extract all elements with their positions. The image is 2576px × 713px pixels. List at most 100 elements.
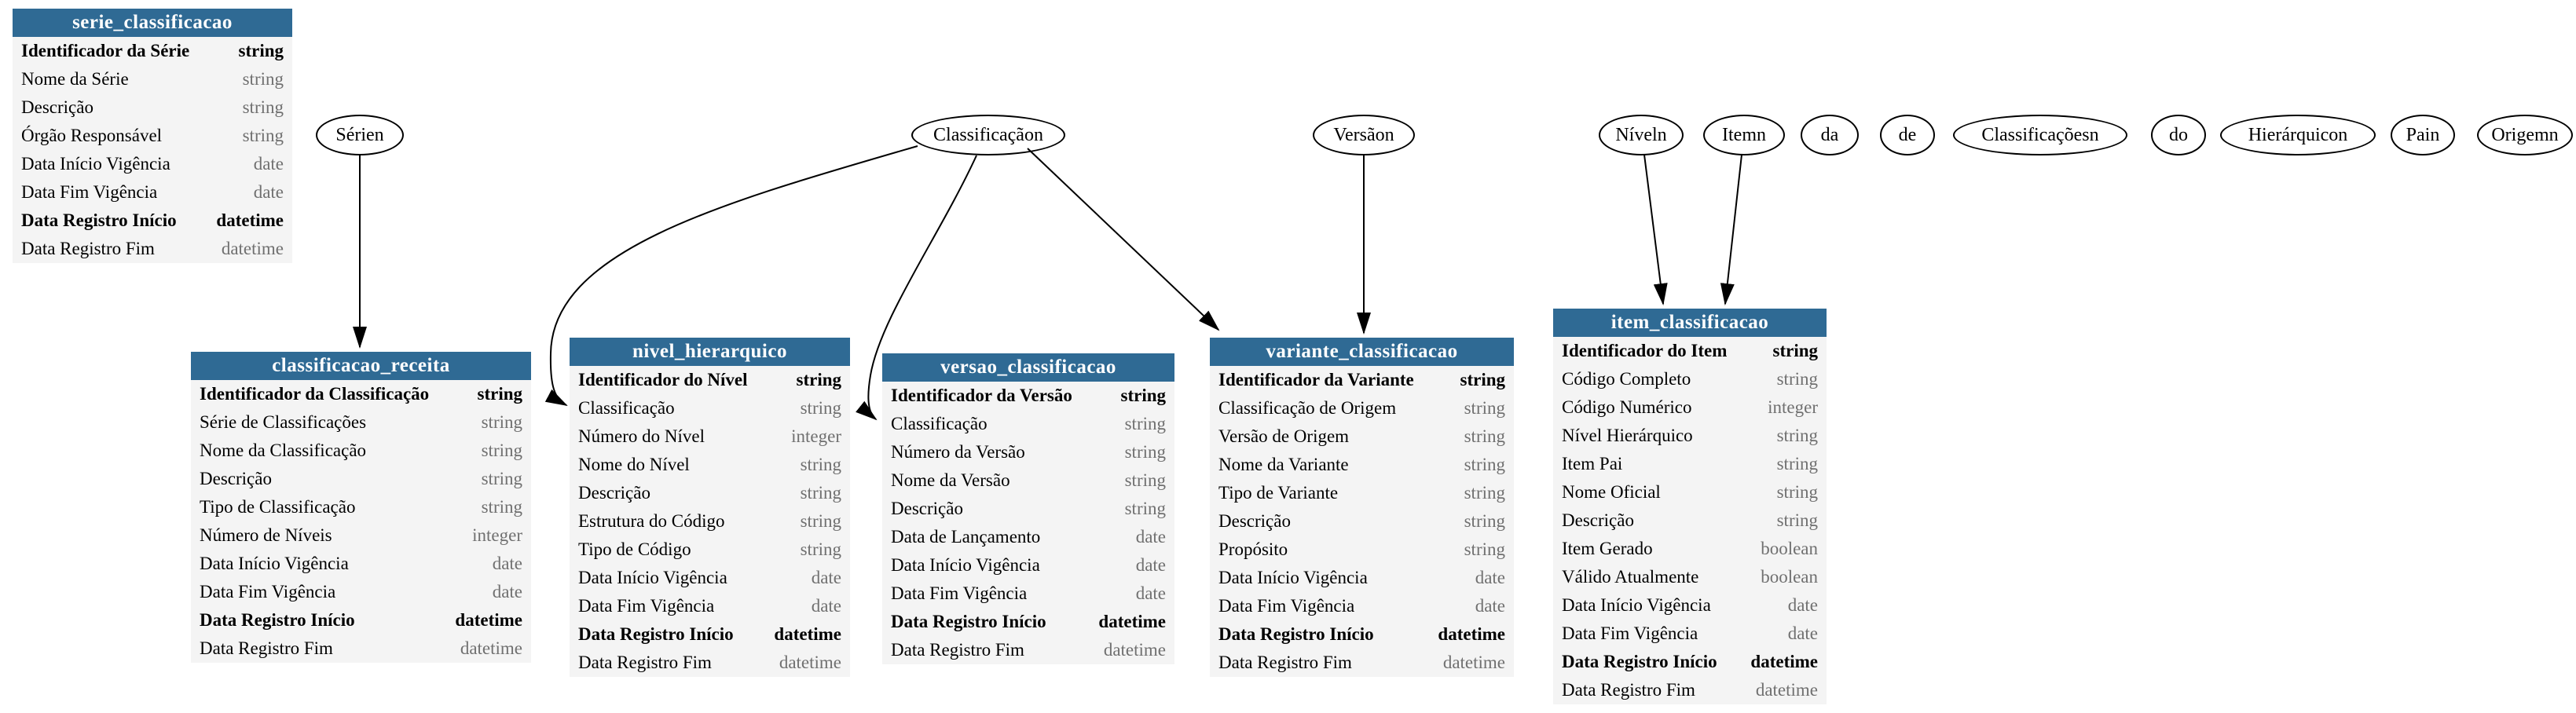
field-label: Data Registro Início: [200, 610, 355, 630]
field-type: datetime: [455, 610, 522, 630]
field-label: Data Registro Início: [1218, 624, 1374, 644]
field-type: string: [1464, 398, 1505, 418]
field-row-classificacao_receita-dataregistroinicio: Data Registro Início datetime: [191, 606, 531, 634]
field-row-variante_classificacao-proposito: Propósito string: [1210, 536, 1514, 564]
field-type: string: [1776, 426, 1818, 445]
field-row-variante_classificacao-versaodeorigem: Versão de Origem string: [1210, 422, 1514, 451]
ellipse-label: Classificaçõesn: [1981, 124, 2099, 145]
field-type: string: [481, 497, 522, 517]
field-label: Classificação: [578, 398, 675, 418]
field-type: boolean: [1761, 567, 1818, 587]
field-label: Data Registro Início: [578, 624, 734, 644]
field-type: integer: [472, 525, 522, 545]
field-type: date: [253, 154, 284, 174]
ellipse-label: Classificaçãon: [933, 124, 1043, 145]
field-row-nivel_hierarquico-nomedonivel: Nome do Nível string: [570, 451, 850, 479]
field-label: Data Registro Fim: [891, 640, 1024, 660]
field-label: Data Fim Vigência: [1562, 623, 1698, 643]
field-label: Identificador da Versão: [891, 386, 1072, 405]
field-row-classificacao_receita-datainiciovigencia: Data Início Vigência date: [191, 550, 531, 578]
field-label: Versão de Origem: [1218, 426, 1350, 446]
edge-classificacaon-to-variante_classificacao: [1027, 148, 1220, 331]
field-type: string: [1464, 483, 1505, 503]
field-type: datetime: [460, 638, 522, 658]
field-type: integer: [1768, 397, 1818, 417]
field-label: Nome do Nível: [578, 455, 690, 474]
field-type: date: [1475, 568, 1505, 587]
entity-title: item_classificacao: [1553, 309, 1827, 337]
field-label: Número da Versão: [891, 442, 1025, 462]
field-type: string: [1124, 499, 1166, 518]
field-type: string: [242, 69, 284, 89]
field-label: Série de Classificações: [200, 412, 367, 432]
field-label: Data Registro Fim: [578, 653, 712, 672]
field-type: date: [1787, 623, 1818, 643]
field-label: Descrição: [1562, 510, 1634, 530]
field-label: Descrição: [1218, 511, 1291, 531]
field-type: boolean: [1761, 539, 1818, 558]
field-label: Tipo de Classificação: [200, 497, 356, 517]
edge-itemn-to-item_classificacao: [1720, 154, 1742, 305]
attribute-ellipse-serien: Sérien: [316, 115, 404, 155]
field-type: string: [1464, 426, 1505, 446]
field-label: Data Registro Início: [21, 210, 177, 230]
field-label: Nome da Versão: [891, 470, 1010, 490]
field-type: date: [1475, 596, 1505, 616]
field-type: string: [1464, 455, 1505, 474]
field-label: Data Início Vigência: [200, 554, 349, 573]
ellipse-label: Sérien: [335, 124, 384, 145]
field-label: Propósito: [1218, 539, 1288, 559]
field-label: Descrição: [200, 469, 272, 488]
field-type: datetime: [1438, 624, 1505, 644]
field-type: string: [800, 455, 841, 474]
attribute-ellipse-itemn: Itemn: [1703, 115, 1785, 155]
field-label: Código Numérico: [1562, 397, 1692, 417]
field-type: string: [481, 441, 522, 460]
field-type: integer: [791, 426, 841, 446]
field-type: string: [477, 384, 523, 404]
field-type: datetime: [774, 624, 841, 644]
field-row-nivel_hierarquico-dataregistroinicio: Data Registro Início datetime: [570, 620, 850, 649]
field-type: date: [492, 554, 522, 573]
field-type: string: [1776, 482, 1818, 502]
field-type: date: [1135, 527, 1166, 547]
ellipse-label: de: [1898, 124, 1917, 145]
field-label: Identificador da Série: [21, 41, 190, 60]
ellipse-label: Pain: [2406, 124, 2440, 145]
field-row-classificacao_receita-tipodeclassificacao: Tipo de Classificação string: [191, 493, 531, 521]
field-label: Descrição: [578, 483, 650, 503]
field-label: Data Registro Fim: [1218, 653, 1352, 672]
field-label: Nível Hierárquico: [1562, 426, 1693, 445]
entity-title: variante_classificacao: [1210, 338, 1514, 366]
field-label: Nome Oficial: [1562, 482, 1661, 502]
field-label: Estrutura do Código: [578, 511, 725, 531]
field-label: Data Fim Vigência: [891, 583, 1028, 603]
attribute-ellipse-do: do: [2151, 115, 2206, 155]
field-type: string: [1464, 539, 1505, 559]
field-row-item_classificacao-nivelhierarquico: Nível Hierárquico string: [1553, 422, 1827, 450]
field-type: datetime: [779, 653, 841, 672]
entity-title: serie_classificacao: [13, 9, 292, 37]
attribute-ellipse-de: de: [1880, 115, 1935, 155]
